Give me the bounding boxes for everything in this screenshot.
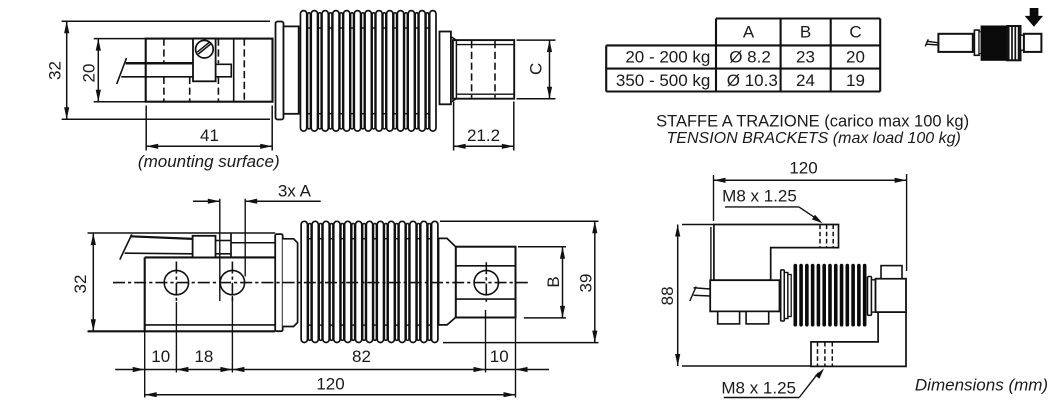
svg-text:20 - 200 kg: 20 - 200 kg — [625, 48, 710, 67]
svg-text:3x A: 3x A — [278, 182, 312, 201]
svg-text:23: 23 — [796, 48, 815, 67]
svg-text:21.2: 21.2 — [467, 126, 500, 145]
svg-text:120: 120 — [316, 375, 344, 394]
svg-text:10: 10 — [151, 347, 170, 366]
svg-text:TENSION BRACKETS (max load 100: TENSION BRACKETS (max load 100 kg) — [667, 130, 961, 147]
svg-text:A: A — [743, 22, 755, 41]
svg-text:STAFFE A TRAZIONE (carico max: STAFFE A TRAZIONE (carico max 100 kg) — [656, 113, 969, 131]
svg-text:41: 41 — [200, 126, 219, 145]
svg-text:C: C — [526, 63, 545, 75]
svg-text:(mounting surface): (mounting surface) — [138, 152, 280, 171]
svg-text:B: B — [800, 22, 811, 41]
svg-text:350 - 500 kg: 350 - 500 kg — [616, 71, 711, 90]
svg-text:20: 20 — [846, 48, 865, 67]
svg-text:32: 32 — [71, 275, 90, 294]
svg-text:20: 20 — [80, 64, 99, 83]
svg-text:24: 24 — [796, 71, 815, 90]
svg-text:Ø 8.2: Ø 8.2 — [729, 48, 771, 67]
svg-text:18: 18 — [194, 347, 213, 366]
svg-text:M8 x 1.25: M8 x 1.25 — [722, 186, 797, 205]
svg-text:C: C — [849, 22, 861, 41]
svg-text:82: 82 — [352, 347, 371, 366]
svg-text:19: 19 — [846, 71, 865, 90]
svg-text:10: 10 — [490, 347, 509, 366]
svg-text:120: 120 — [789, 159, 817, 178]
svg-text:Dimensions (mm): Dimensions (mm) — [915, 375, 1048, 394]
svg-text:88: 88 — [658, 286, 677, 305]
svg-text:B: B — [544, 276, 563, 287]
svg-text:32: 32 — [46, 61, 65, 80]
svg-text:39: 39 — [577, 274, 596, 293]
svg-text:Ø 10.3: Ø 10.3 — [727, 71, 778, 90]
svg-text:M8 x 1.25: M8 x 1.25 — [721, 378, 796, 397]
